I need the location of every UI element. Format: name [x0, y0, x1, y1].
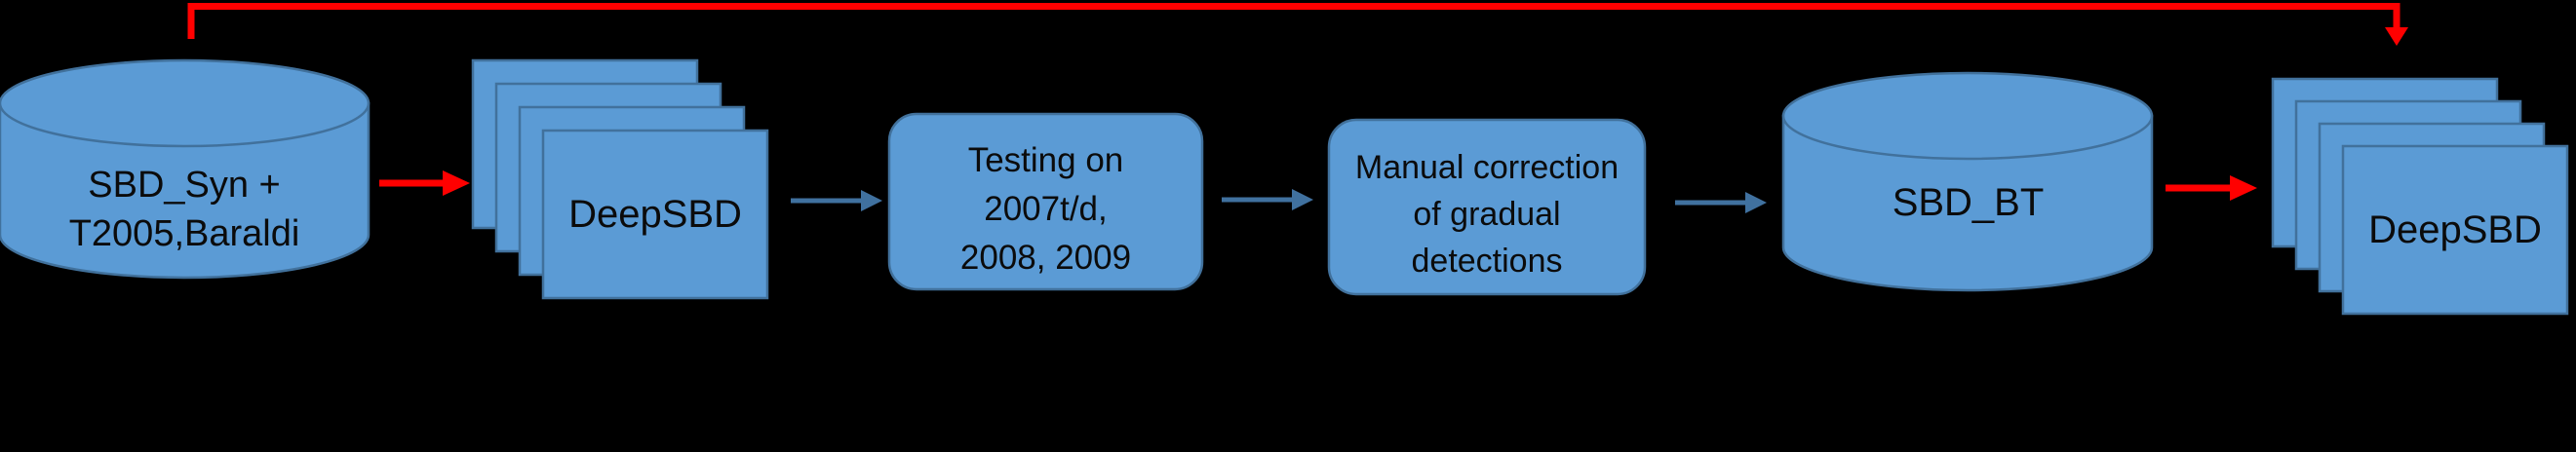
flow-arrow-deepsbd1-to-testing [791, 190, 882, 211]
manual-correction-label: Manual correction of gradual detections [1354, 149, 1620, 280]
testing-box-shape [887, 112, 1204, 291]
red-arrow-btdb-to-deepsbd2 [2166, 175, 2257, 201]
flow-arrowhead-icon [1292, 189, 1313, 210]
feedback-arrow [187, 3, 2408, 46]
red-arrowhead-icon [2230, 175, 2257, 201]
feedback-arrowhead-icon [2385, 27, 2408, 46]
bootstrap-db-label: SBD_BT [1892, 181, 2045, 224]
stack-sheet-front [541, 129, 769, 300]
feedback-arrow-line [187, 3, 2400, 39]
red-arrow-source-to-deepsbd1 [379, 170, 470, 196]
source-db-shape [0, 58, 371, 280]
deepsbd-first-label: DeepSBD [568, 193, 742, 236]
source-db-label: SBD_Syn + T2005,Baraldi [68, 165, 300, 254]
bootstrap-db-body [1781, 114, 2154, 292]
bootstrap-db-shape [1781, 71, 2154, 292]
flow-arrow-manual-to-btdb [1675, 192, 1767, 213]
flow-arrowhead-icon [1745, 192, 1767, 213]
flow-arrow-testing-to-manual [1222, 189, 1313, 210]
source-db-body [0, 101, 371, 280]
stack-sheet-front [2341, 144, 2569, 316]
source-db-top [0, 58, 371, 148]
deepsbd-second-label: DeepSBD [2368, 208, 2542, 251]
bootstrap-db-top [1781, 71, 2154, 161]
deepsbd-first-stack [471, 58, 769, 300]
flow-arrowhead-icon [861, 190, 882, 211]
testing-label: Testing on 2007t/d, 2008, 2009 [959, 141, 1132, 277]
manual-correction-box-shape [1327, 118, 1647, 296]
red-arrowhead-icon [443, 170, 470, 196]
deepsbd-second-stack [2271, 77, 2569, 316]
